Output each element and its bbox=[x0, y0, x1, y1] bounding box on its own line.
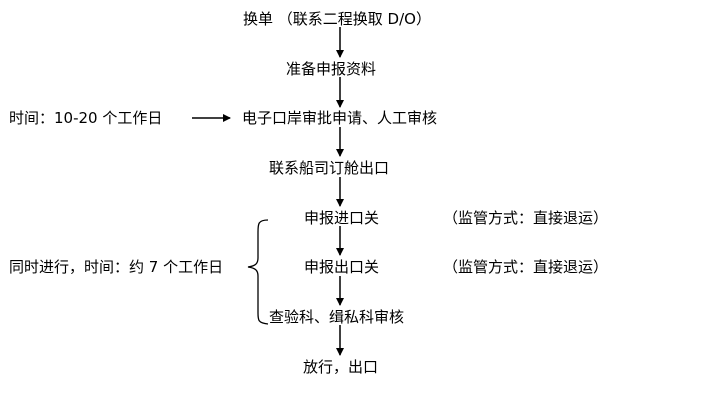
note-export-method: （监管方式：直接退运） bbox=[443, 258, 609, 276]
step-book-shipping: 联系船司订舱出口 bbox=[269, 159, 390, 177]
step-import-declaration: 申报进口关 bbox=[304, 209, 380, 227]
step-release-export: 放行，出口 bbox=[303, 358, 379, 376]
step-electronic-port-review: 电子口岸审批申请、人工审核 bbox=[242, 109, 438, 127]
step-exchange-order: 换单 （联系二程换取 D/O） bbox=[243, 10, 431, 28]
parallel-brace bbox=[247, 219, 269, 325]
step-export-declaration: 申报出口关 bbox=[304, 258, 380, 276]
step-prepare-documents: 准备申报资料 bbox=[286, 60, 377, 78]
note-import-method: （监管方式：直接退运） bbox=[443, 209, 609, 227]
note-time-parallel: 同时进行，时间：约 7 个工作日 bbox=[9, 258, 224, 276]
step-inspection-review: 查验科、缉私科审核 bbox=[269, 308, 405, 326]
note-time-single: 时间：10-20 个工作日 bbox=[9, 109, 163, 127]
